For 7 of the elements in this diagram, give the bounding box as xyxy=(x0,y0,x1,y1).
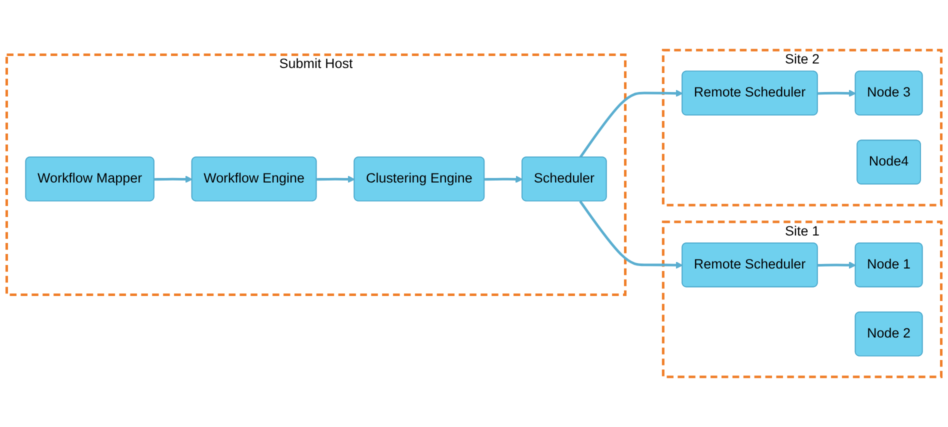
arrow xyxy=(316,176,355,183)
arrow xyxy=(484,176,523,183)
arrow xyxy=(154,176,193,183)
arrow xyxy=(818,261,856,269)
arrow xyxy=(818,90,856,98)
arrow xyxy=(579,200,683,269)
arrow xyxy=(579,90,683,158)
